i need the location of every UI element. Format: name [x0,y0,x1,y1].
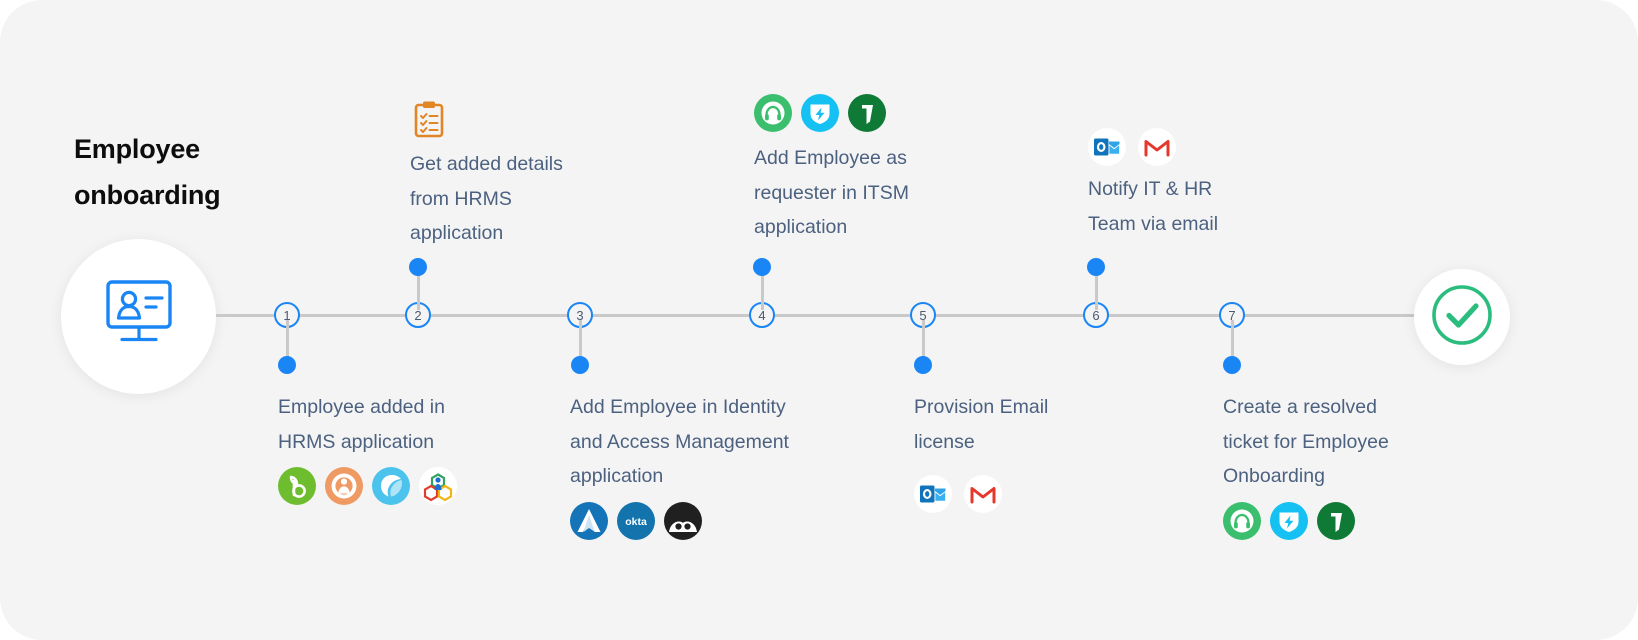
step-stem-3 [578,320,582,365]
step-icons-5 [914,475,1134,513]
zoho-desk-icon[interactable] [1317,501,1355,540]
gmail-icon[interactable] [1138,128,1176,166]
clipboard-checklist-icon[interactable] [410,100,448,138]
step-stem-6 [1094,272,1098,310]
end-node [1414,269,1510,365]
step-marker-4[interactable]: 4 [749,302,775,328]
step-stem-2 [416,272,420,310]
keka-hexagon-icon[interactable] [419,467,457,505]
step-stem-5 [921,320,925,365]
step-label-7: Create a resolved ticket for Employee On… [1223,396,1389,487]
step-icons-3: okta [570,501,870,540]
employee-monitor-icon [100,278,178,355]
step-label-3: Add Employee in Identity and Access Mana… [570,396,789,487]
step-number-3: 3 [576,307,584,323]
timeline-rail [216,314,1416,317]
step-number-5: 5 [919,307,927,323]
step-number-6: 6 [1092,307,1100,323]
step-icons-2 [410,100,630,138]
start-node [61,239,216,394]
step-block-6: Notify IT & HR Team via email [1088,128,1308,241]
svg-text:okta: okta [625,516,647,528]
step-block-3: Add Employee in Identity and Access Mana… [570,390,870,540]
servicedesk-plus-headset-icon[interactable] [1223,501,1261,540]
gmail-icon[interactable] [964,475,1002,513]
page-title: Employee onboarding [74,134,221,210]
step-icons-7 [1223,501,1453,540]
step-label-4: Add Employee as requester in ITSM applic… [754,147,909,238]
freshservice-bolt-icon[interactable] [801,94,839,132]
zoho-people-icon[interactable] [325,467,363,505]
step-dot-2 [409,258,427,276]
step-number-1: 1 [283,307,291,323]
step-dot-7 [1223,356,1241,374]
outlook-icon[interactable] [914,475,952,513]
freshservice-bolt-icon[interactable] [1270,501,1308,540]
step-label-1: Employee added in HRMS application [278,396,445,453]
step-block-4: Add Employee as requester in ITSM applic… [754,94,984,245]
step-icons-4 [754,94,984,132]
step-icons-6 [1088,128,1308,166]
okta-icon[interactable]: okta [617,501,655,540]
check-circle-icon [1429,282,1495,353]
azure-active-directory-icon[interactable] [570,501,608,540]
freshteam-icon[interactable] [372,467,410,505]
zoho-desk-icon[interactable] [848,94,886,132]
step-dot-3 [571,356,589,374]
step-label-5: Provision Email license [914,396,1049,453]
step-block-2: Get added details from HRMS application [410,100,630,251]
bamboohr-icon[interactable] [278,467,316,505]
step-label-6: Notify IT & HR Team via email [1088,178,1219,235]
step-label-2: Get added details from HRMS application [410,153,563,244]
step-stem-7 [1230,320,1234,365]
step-dot-5 [914,356,932,374]
step-dot-1 [278,356,296,374]
step-block-1: Employee added in HRMS application [278,390,538,505]
onelogin-icon[interactable] [664,501,702,540]
step-icons-1 [278,467,538,505]
servicedesk-plus-headset-icon[interactable] [754,94,792,132]
step-marker-2[interactable]: 2 [405,302,431,328]
step-number-4: 4 [758,307,766,323]
step-dot-4 [753,258,771,276]
step-dot-6 [1087,258,1105,276]
step-block-5: Provision Email license [914,390,1134,513]
step-stem-1 [285,320,289,365]
step-number-7: 7 [1228,307,1236,323]
outlook-icon[interactable] [1088,128,1126,166]
step-stem-4 [760,272,764,310]
step-number-2: 2 [414,307,422,323]
step-block-7: Create a resolved ticket for Employee On… [1223,390,1453,540]
